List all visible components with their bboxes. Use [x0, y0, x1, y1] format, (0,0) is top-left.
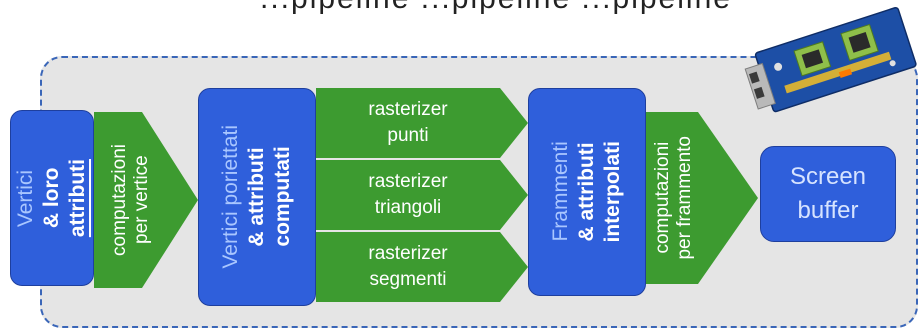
- frammenti-label: Frammenti: [549, 141, 572, 243]
- top-caption: ...pipeline ...pipeline ...pipeline: [260, 0, 732, 16]
- vertici-box: Vertici & loro attributi: [10, 110, 94, 286]
- comp-frammento-arrow: [646, 112, 758, 284]
- comp-vertice-line1: computazioni: [109, 144, 130, 256]
- screen-label: Screen: [789, 163, 867, 190]
- comp-vertice-line2: per vertice: [131, 155, 152, 245]
- screen-buffer-box: Screen buffer: [760, 146, 896, 242]
- rast-triangoli-arrow: [316, 160, 528, 230]
- rast-punti-line2: punti: [387, 125, 429, 146]
- frammenti-attributi-label: & attributi: [575, 142, 598, 242]
- rast-segmenti-arrow: [316, 232, 528, 302]
- proiettati-attributi-label: & attributi: [245, 147, 268, 247]
- proiettati-computati-label: computati: [271, 146, 294, 248]
- comp-frammento-line1: computazioni: [652, 142, 673, 254]
- rast-segmenti-line2: segmenti: [369, 269, 447, 290]
- rast-triangoli-line2: triangoli: [374, 197, 442, 218]
- buffer-label: buffer: [797, 197, 859, 224]
- frammenti-box: Frammenti & attributi interpolati: [528, 88, 646, 296]
- rast-triangoli-line1: rasterizer: [368, 171, 448, 192]
- rast-segmenti-line1: rasterizer: [368, 243, 448, 264]
- vertici-label: Vertici: [14, 169, 37, 227]
- comp-frammento-text: computazioni per frammento: [646, 112, 702, 284]
- graphics-card-icon: [744, 6, 917, 113]
- rast-punti-text: rasterizer punti: [316, 88, 500, 158]
- vertici-attributi-label: attributi: [66, 158, 89, 238]
- frammenti-interpolati-label: interpolati: [601, 141, 624, 243]
- rast-triangoli-text: rasterizer triangoli: [316, 160, 500, 230]
- comp-vertice-arrow: [94, 112, 198, 288]
- rast-punti-arrow: [316, 88, 528, 158]
- rast-segmenti-text: rasterizer segmenti: [316, 232, 500, 302]
- proiettati-label: Vertici poriettati: [219, 125, 242, 269]
- comp-frammento-line2: per frammento: [674, 136, 695, 260]
- rast-punti-line1: rasterizer: [368, 99, 448, 120]
- vertici-loro-label: & loro: [40, 167, 63, 229]
- proiettati-box: Vertici poriettati & attributi computati: [198, 88, 316, 306]
- comp-vertice-text: computazioni per vertice: [96, 112, 166, 288]
